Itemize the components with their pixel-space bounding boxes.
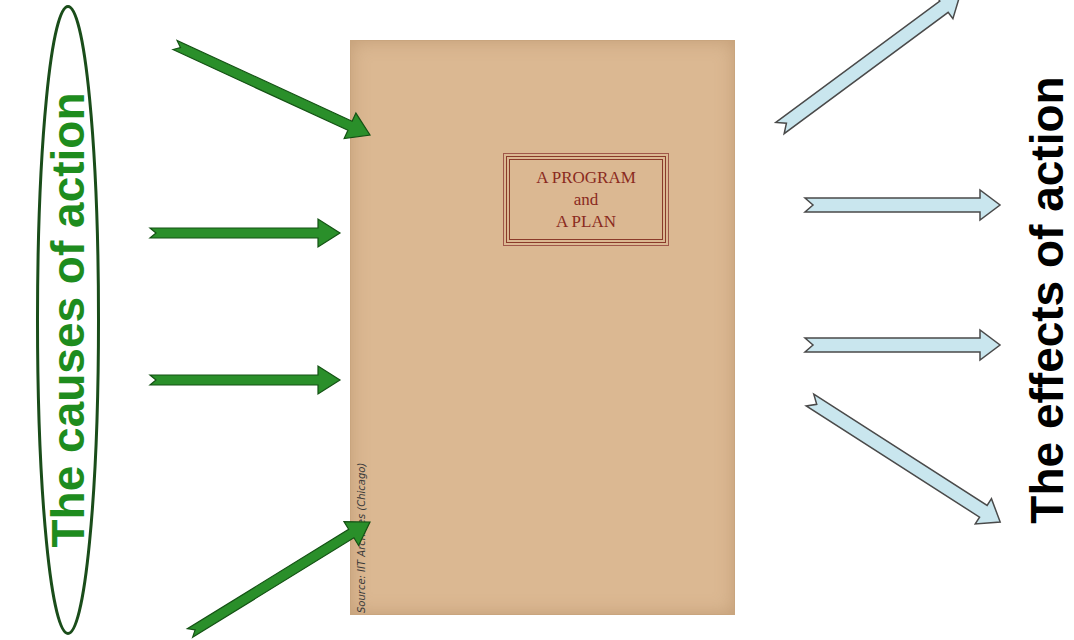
cause-heading: The causes of action (45, 92, 91, 547)
cause-arrow (187, 522, 370, 638)
cause-arrow (150, 219, 340, 247)
effect-heading: The effects of action (1024, 76, 1070, 523)
effect-arrow (802, 387, 1008, 534)
cause-arrow (173, 40, 370, 138)
booklet-cover: A PROGRAM and A PLAN Source: IIT Archives… (350, 40, 735, 615)
ellipse-outline (38, 7, 99, 634)
title-frame: A PROGRAM and A PLAN (506, 156, 666, 243)
booklet-title: A PROGRAM and A PLAN (536, 166, 636, 232)
effect-arrow (805, 330, 1000, 360)
cause-arrow (150, 366, 340, 394)
source-note: Source: IIT Archives (Chicago) (357, 463, 367, 613)
effect-arrow (771, 0, 969, 140)
effect-arrow (805, 190, 1000, 220)
cause-ellipse: The causes of action (36, 5, 100, 635)
